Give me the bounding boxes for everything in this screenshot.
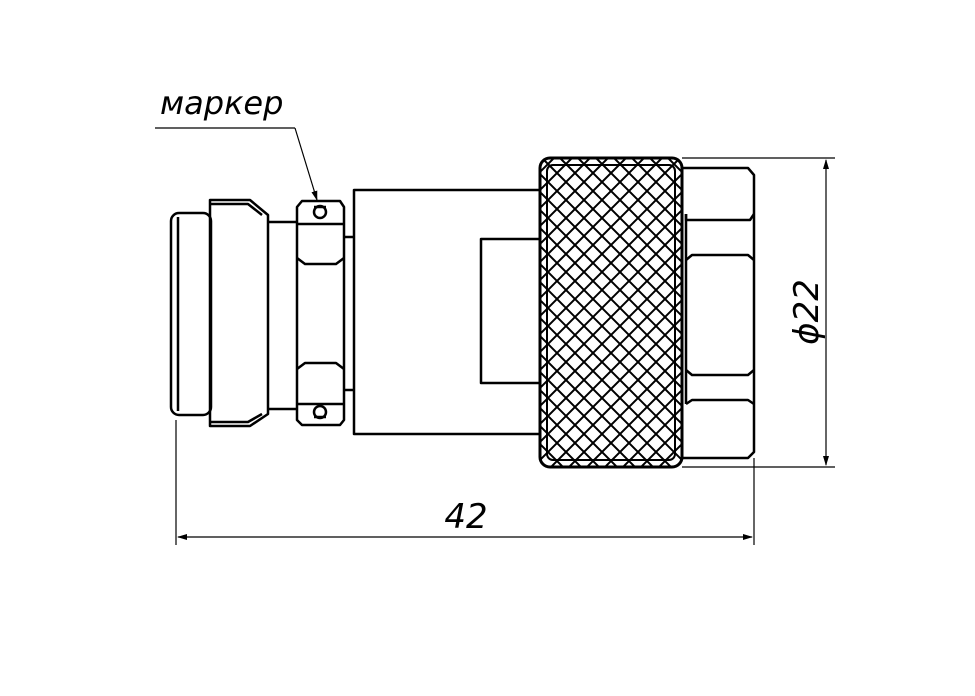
- main-body: [352, 188, 542, 436]
- knurled-sleeve: [538, 156, 684, 469]
- marker-callout: [155, 127, 318, 201]
- rear-hex-nut: [680, 166, 756, 460]
- diameter-dimension: [682, 157, 835, 468]
- marker-nut: [295, 199, 346, 427]
- length-label: 42: [444, 497, 487, 537]
- neck: [344, 235, 354, 392]
- length-dimension: [175, 420, 755, 545]
- front-plug: [169, 198, 296, 428]
- marker-label: маркер: [160, 84, 283, 122]
- diameter-label: ϕ22: [787, 279, 827, 345]
